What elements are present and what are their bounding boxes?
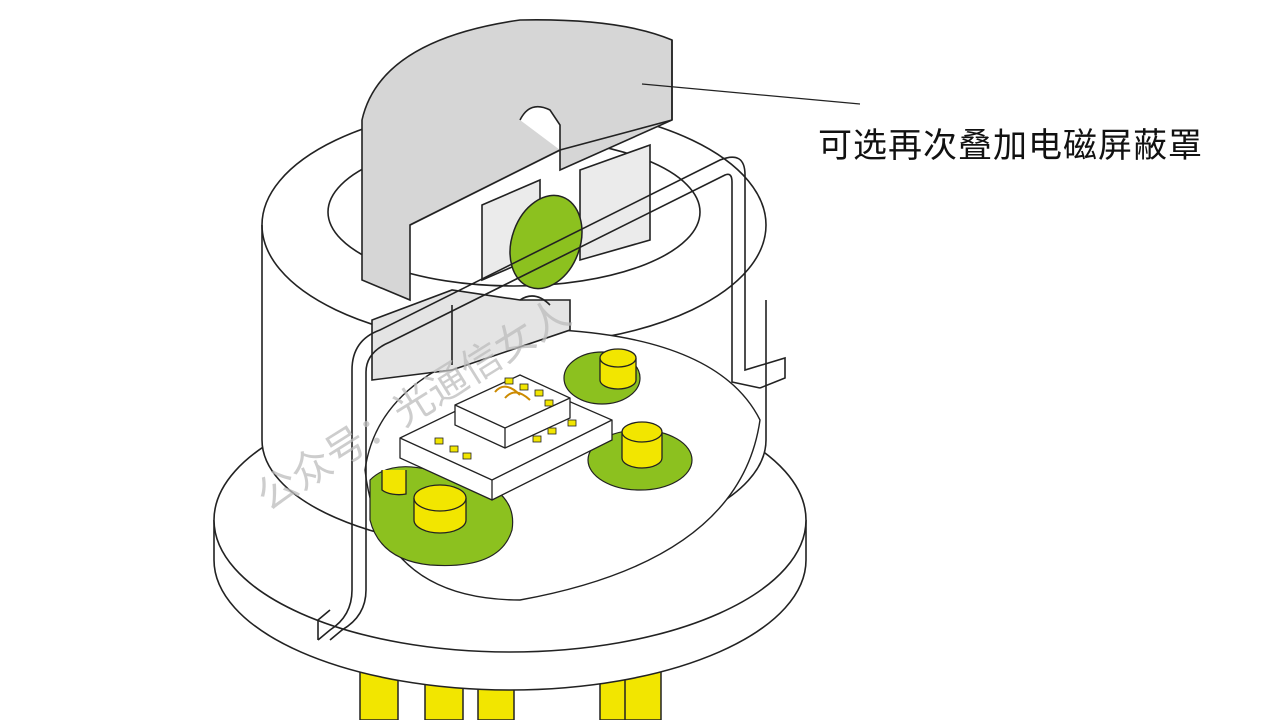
laser-chip-submount	[399, 374, 613, 501]
post-4	[381, 470, 407, 496]
green-lens	[509, 194, 583, 290]
emi-shield-cover	[361, 19, 673, 381]
shield-bracket	[317, 156, 786, 641]
emi-shield-callout-label: 可选再次叠加电磁屏蔽罩	[818, 126, 1203, 166]
callout-leader-line	[641, 83, 861, 105]
